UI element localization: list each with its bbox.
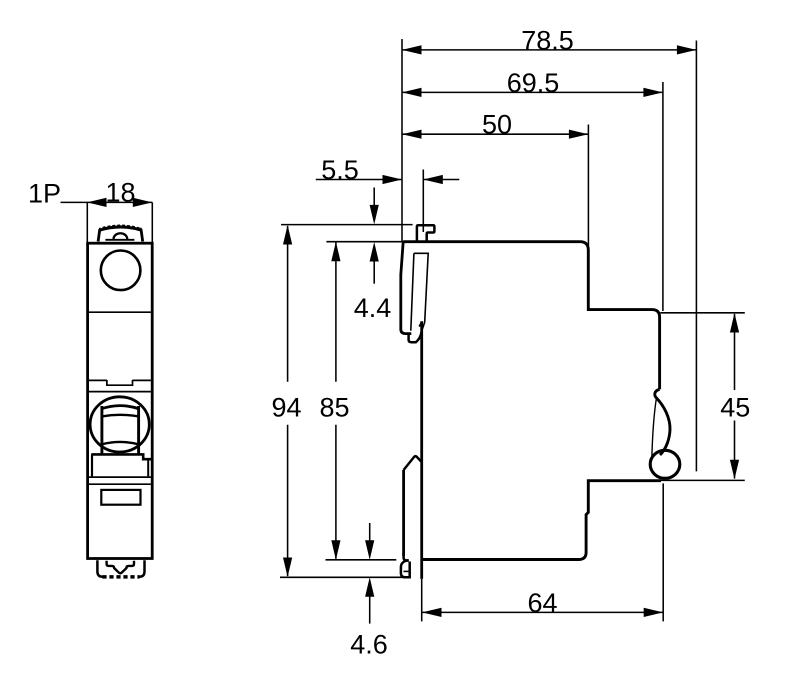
svg-text:5.5: 5.5 [321, 155, 359, 185]
svg-text:18: 18 [105, 178, 135, 208]
svg-text:4.6: 4.6 [350, 630, 388, 660]
svg-text:94: 94 [271, 392, 301, 422]
svg-text:50: 50 [482, 110, 512, 140]
svg-text:85: 85 [319, 392, 349, 422]
svg-text:69.5: 69.5 [507, 68, 560, 98]
svg-text:4.4: 4.4 [354, 293, 392, 323]
svg-text:64: 64 [527, 588, 557, 618]
svg-text:1P: 1P [28, 178, 61, 208]
svg-text:78.5: 78.5 [521, 25, 574, 55]
svg-text:45: 45 [720, 392, 750, 422]
